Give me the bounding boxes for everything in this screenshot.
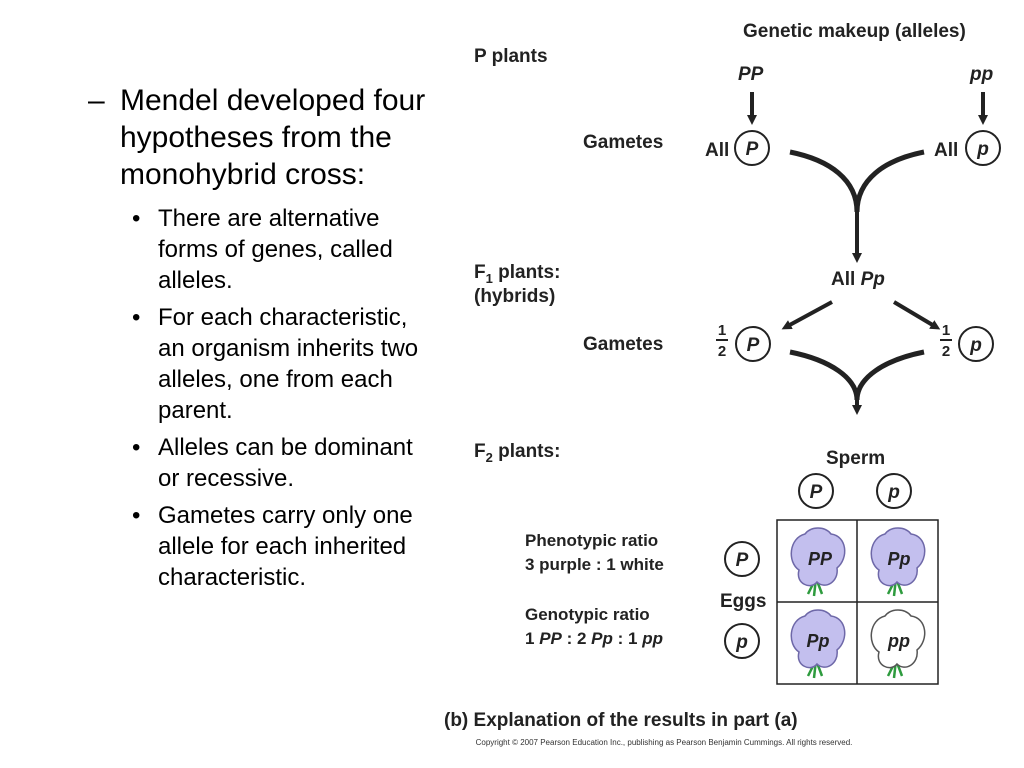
- genotypic-g1: PP: [539, 629, 562, 648]
- sperm-allele-p: p: [887, 482, 900, 503]
- f2-subscript: 2: [486, 450, 493, 465]
- figure-caption: (b) Explanation of the results in part (…: [444, 710, 798, 731]
- hypothesis-text: For each characteristic, an organism inh…: [158, 304, 419, 424]
- hypothesis-text: There are alternative forms of genes, ca…: [158, 205, 393, 294]
- hypothesis-item: • Gametes carry only one allele for each…: [132, 500, 433, 593]
- fraction-den-right: 2: [942, 343, 950, 360]
- genotypic-g2: Pp: [591, 629, 613, 648]
- gamete-circle-p-f1: [958, 326, 994, 362]
- f1-result-genotype: Pp: [861, 269, 885, 290]
- gametes-label-f1: Gametes: [583, 334, 663, 355]
- fraction-num-right: 1: [942, 322, 950, 339]
- f1-left-diag-arrow: [781, 300, 833, 330]
- gamete-allele-P-f1: P: [747, 335, 760, 356]
- egg-circle-p: [724, 623, 760, 659]
- hypothesis-item: • Alleles can be dominant or recessive.: [132, 432, 433, 494]
- all-label-right: All: [934, 140, 958, 161]
- genotypic-g3: pp: [641, 629, 663, 648]
- gametes-label-p: Gametes: [583, 132, 663, 153]
- heading-item: – Mendel developed four hypotheses from …: [88, 82, 433, 193]
- copyright-notice: Copyright © 2007 Pearson Education Inc.,…: [476, 738, 853, 747]
- hypothesis-text: Gametes carry only one allele for each i…: [158, 502, 413, 591]
- sperm-label: Sperm: [826, 448, 885, 469]
- genotypic-sep2: : 1: [613, 629, 642, 648]
- fraction-den-left: 2: [718, 343, 726, 360]
- all-label-left: All: [705, 140, 729, 161]
- fraction-num-left: 1: [718, 322, 726, 339]
- gamete-allele-P-left: P: [746, 139, 759, 160]
- genotypic-n1: 1: [525, 629, 539, 648]
- cell-genotype: Pp: [806, 631, 829, 651]
- p-plants-label: P plants: [474, 46, 548, 67]
- bullet-marker: •: [132, 434, 141, 461]
- sperm-circle-p: [876, 473, 912, 509]
- dash-marker: –: [88, 84, 105, 117]
- gamete-allele-p-f1: p: [969, 335, 982, 356]
- f2-label: F2 plants:: [474, 441, 560, 465]
- heading-text: Mendel developed four hypotheses from th…: [120, 84, 426, 191]
- hypothesis-text: Alleles can be dominant or recessive.: [158, 434, 413, 492]
- gamete-circle-p-right: [965, 130, 1001, 166]
- f1-result-all: All: [831, 269, 861, 290]
- f2-letter: F: [474, 441, 486, 462]
- f1-subscript: 1: [486, 271, 493, 286]
- f1-rest: plants:: [493, 262, 561, 283]
- egg-allele-p: p: [735, 632, 748, 653]
- bullet-marker: •: [132, 205, 141, 232]
- egg-allele-P: P: [736, 550, 749, 571]
- hypothesis-item: • There are alternative forms of genes, …: [132, 203, 433, 296]
- egg-circle-P: [724, 541, 760, 577]
- f1-right-diag-arrow: [892, 300, 941, 330]
- mendel-cross-figure: Genetic makeup (alleles) P plants PP pp …: [444, 21, 1001, 747]
- gamete-allele-p-right: p: [976, 139, 989, 160]
- p-left-genotype: PP: [738, 64, 764, 85]
- sperm-circle-P: [798, 473, 834, 509]
- genotypic-ratio: 1 PP : 2 Pp : 1 pp: [525, 629, 663, 648]
- f1-letter: F: [474, 262, 486, 283]
- phenotypic-title: Phenotypic ratio: [525, 531, 658, 550]
- hypothesis-list: • There are alternative forms of genes, …: [88, 203, 433, 593]
- punnett-cell-pp: pp: [870, 609, 926, 679]
- genotypic-title: Genotypic ratio: [525, 605, 650, 624]
- eggs-label: Eggs: [720, 591, 766, 612]
- f2-rest: plants:: [493, 441, 561, 462]
- slide-text: – Mendel developed four hypotheses from …: [88, 82, 433, 599]
- cell-genotype: PP: [808, 549, 833, 569]
- genetic-makeup-title: Genetic makeup (alleles): [743, 21, 966, 42]
- fertilization-merge-arc-1: [789, 149, 925, 213]
- hypothesis-item: • For each characteristic, an organism i…: [132, 302, 433, 426]
- f1-result: All Pp: [831, 269, 885, 290]
- genotypic-sep1: : 2: [562, 629, 591, 648]
- cell-genotype: pp: [887, 631, 910, 651]
- f1-hybrids-label: (hybrids): [474, 286, 555, 307]
- cell-genotype: Pp: [887, 549, 910, 569]
- sperm-allele-P: P: [810, 482, 823, 503]
- gamete-circle-P-left: [734, 130, 770, 166]
- f1-label: F1 plants:: [474, 262, 560, 286]
- bullet-marker: •: [132, 304, 141, 331]
- bullet-marker: •: [132, 502, 141, 529]
- punnett-cell-PP: PP: [790, 527, 846, 597]
- p-right-genotype: pp: [969, 64, 993, 85]
- phenotypic-ratio: 3 purple : 1 white: [525, 555, 664, 574]
- punnett-cell-Pp-bottom: Pp: [790, 609, 846, 679]
- punnett-cell-Pp-top: Pp: [870, 527, 926, 597]
- gamete-circle-P-f1: [735, 326, 771, 362]
